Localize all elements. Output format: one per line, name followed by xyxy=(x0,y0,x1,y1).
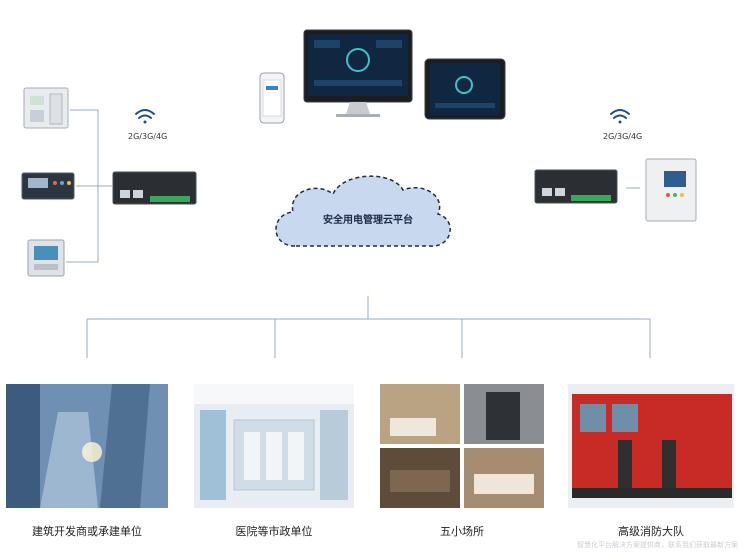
right-network-label: 2G/3G/4G xyxy=(603,132,643,141)
phone-device xyxy=(259,72,285,124)
left-gateway xyxy=(112,171,197,205)
cloud-shape xyxy=(275,175,451,247)
cloud-label: 安全用电管理云平台 xyxy=(323,215,413,226)
left-network-label: 2G/3G/4G xyxy=(128,132,168,141)
distribution-lines xyxy=(86,296,651,358)
watermark-text: 智慧化平台解决方案提供商，联系我们获取最新方案 xyxy=(577,541,738,549)
right-wifi-icon xyxy=(610,109,630,124)
small-venues-photos xyxy=(380,384,544,508)
left-wifi-icon xyxy=(135,109,155,124)
tablet-device xyxy=(424,58,506,120)
control-cabinet xyxy=(645,158,697,222)
left-bus-lines xyxy=(66,109,112,263)
scenario-label-hospital: 医院等市政单位 xyxy=(235,525,313,538)
din-rail-meter xyxy=(23,87,69,129)
scenario-label-developer: 建筑开发商或承建单位 xyxy=(32,525,142,538)
protection-relay xyxy=(27,239,65,277)
scenario-label-fire-brigade: 高级消防大队 xyxy=(618,525,684,538)
hospital-photo xyxy=(194,384,354,508)
right-gateway xyxy=(534,169,618,204)
fire-truck-photo xyxy=(568,384,734,508)
scenario-label-small-venues: 五小场所 xyxy=(440,525,484,538)
desktop-monitor xyxy=(303,29,413,117)
panel-meter xyxy=(21,172,75,200)
building-photo xyxy=(6,384,168,508)
